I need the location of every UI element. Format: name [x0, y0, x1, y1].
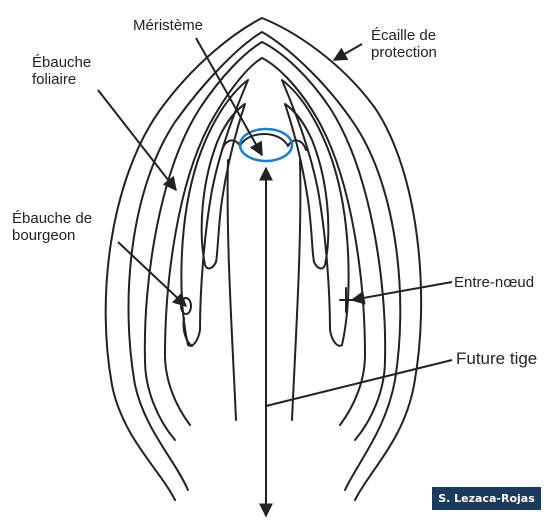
label-ebauche-bourgeon-line2: bourgeon — [12, 227, 75, 244]
axis-right-edge — [292, 160, 300, 420]
internode-tick — [340, 288, 352, 312]
label-entre-noeud: Entre-nœud — [454, 274, 534, 291]
label-ecaille-line2: protection — [371, 44, 437, 61]
label-ebauche-foliaire-line1: Ébauche — [32, 54, 91, 71]
scale-layer-2-left — [145, 42, 262, 440]
scale-layer-2-left-inner — [165, 58, 262, 425]
credit-badge: S. Lezaca-Rojas — [432, 487, 541, 510]
ecaille-arrow — [334, 44, 362, 60]
label-meristeme: Méristème — [133, 17, 203, 34]
label-ebauche-bourgeon-line1: Ébauche de — [12, 210, 92, 227]
axis-left-edge — [228, 160, 236, 420]
outer-scale-outline — [106, 18, 421, 500]
scale-layer-2-right-inner — [262, 58, 365, 425]
label-future-tige: Future tige — [456, 349, 537, 368]
label-ebauche-foliaire-line2: foliaire — [32, 71, 76, 88]
entre-noeud-arrow — [352, 282, 452, 300]
label-ecaille-line1: Écaille de — [371, 27, 436, 44]
leaf-primordium-right-1 — [282, 80, 349, 346]
